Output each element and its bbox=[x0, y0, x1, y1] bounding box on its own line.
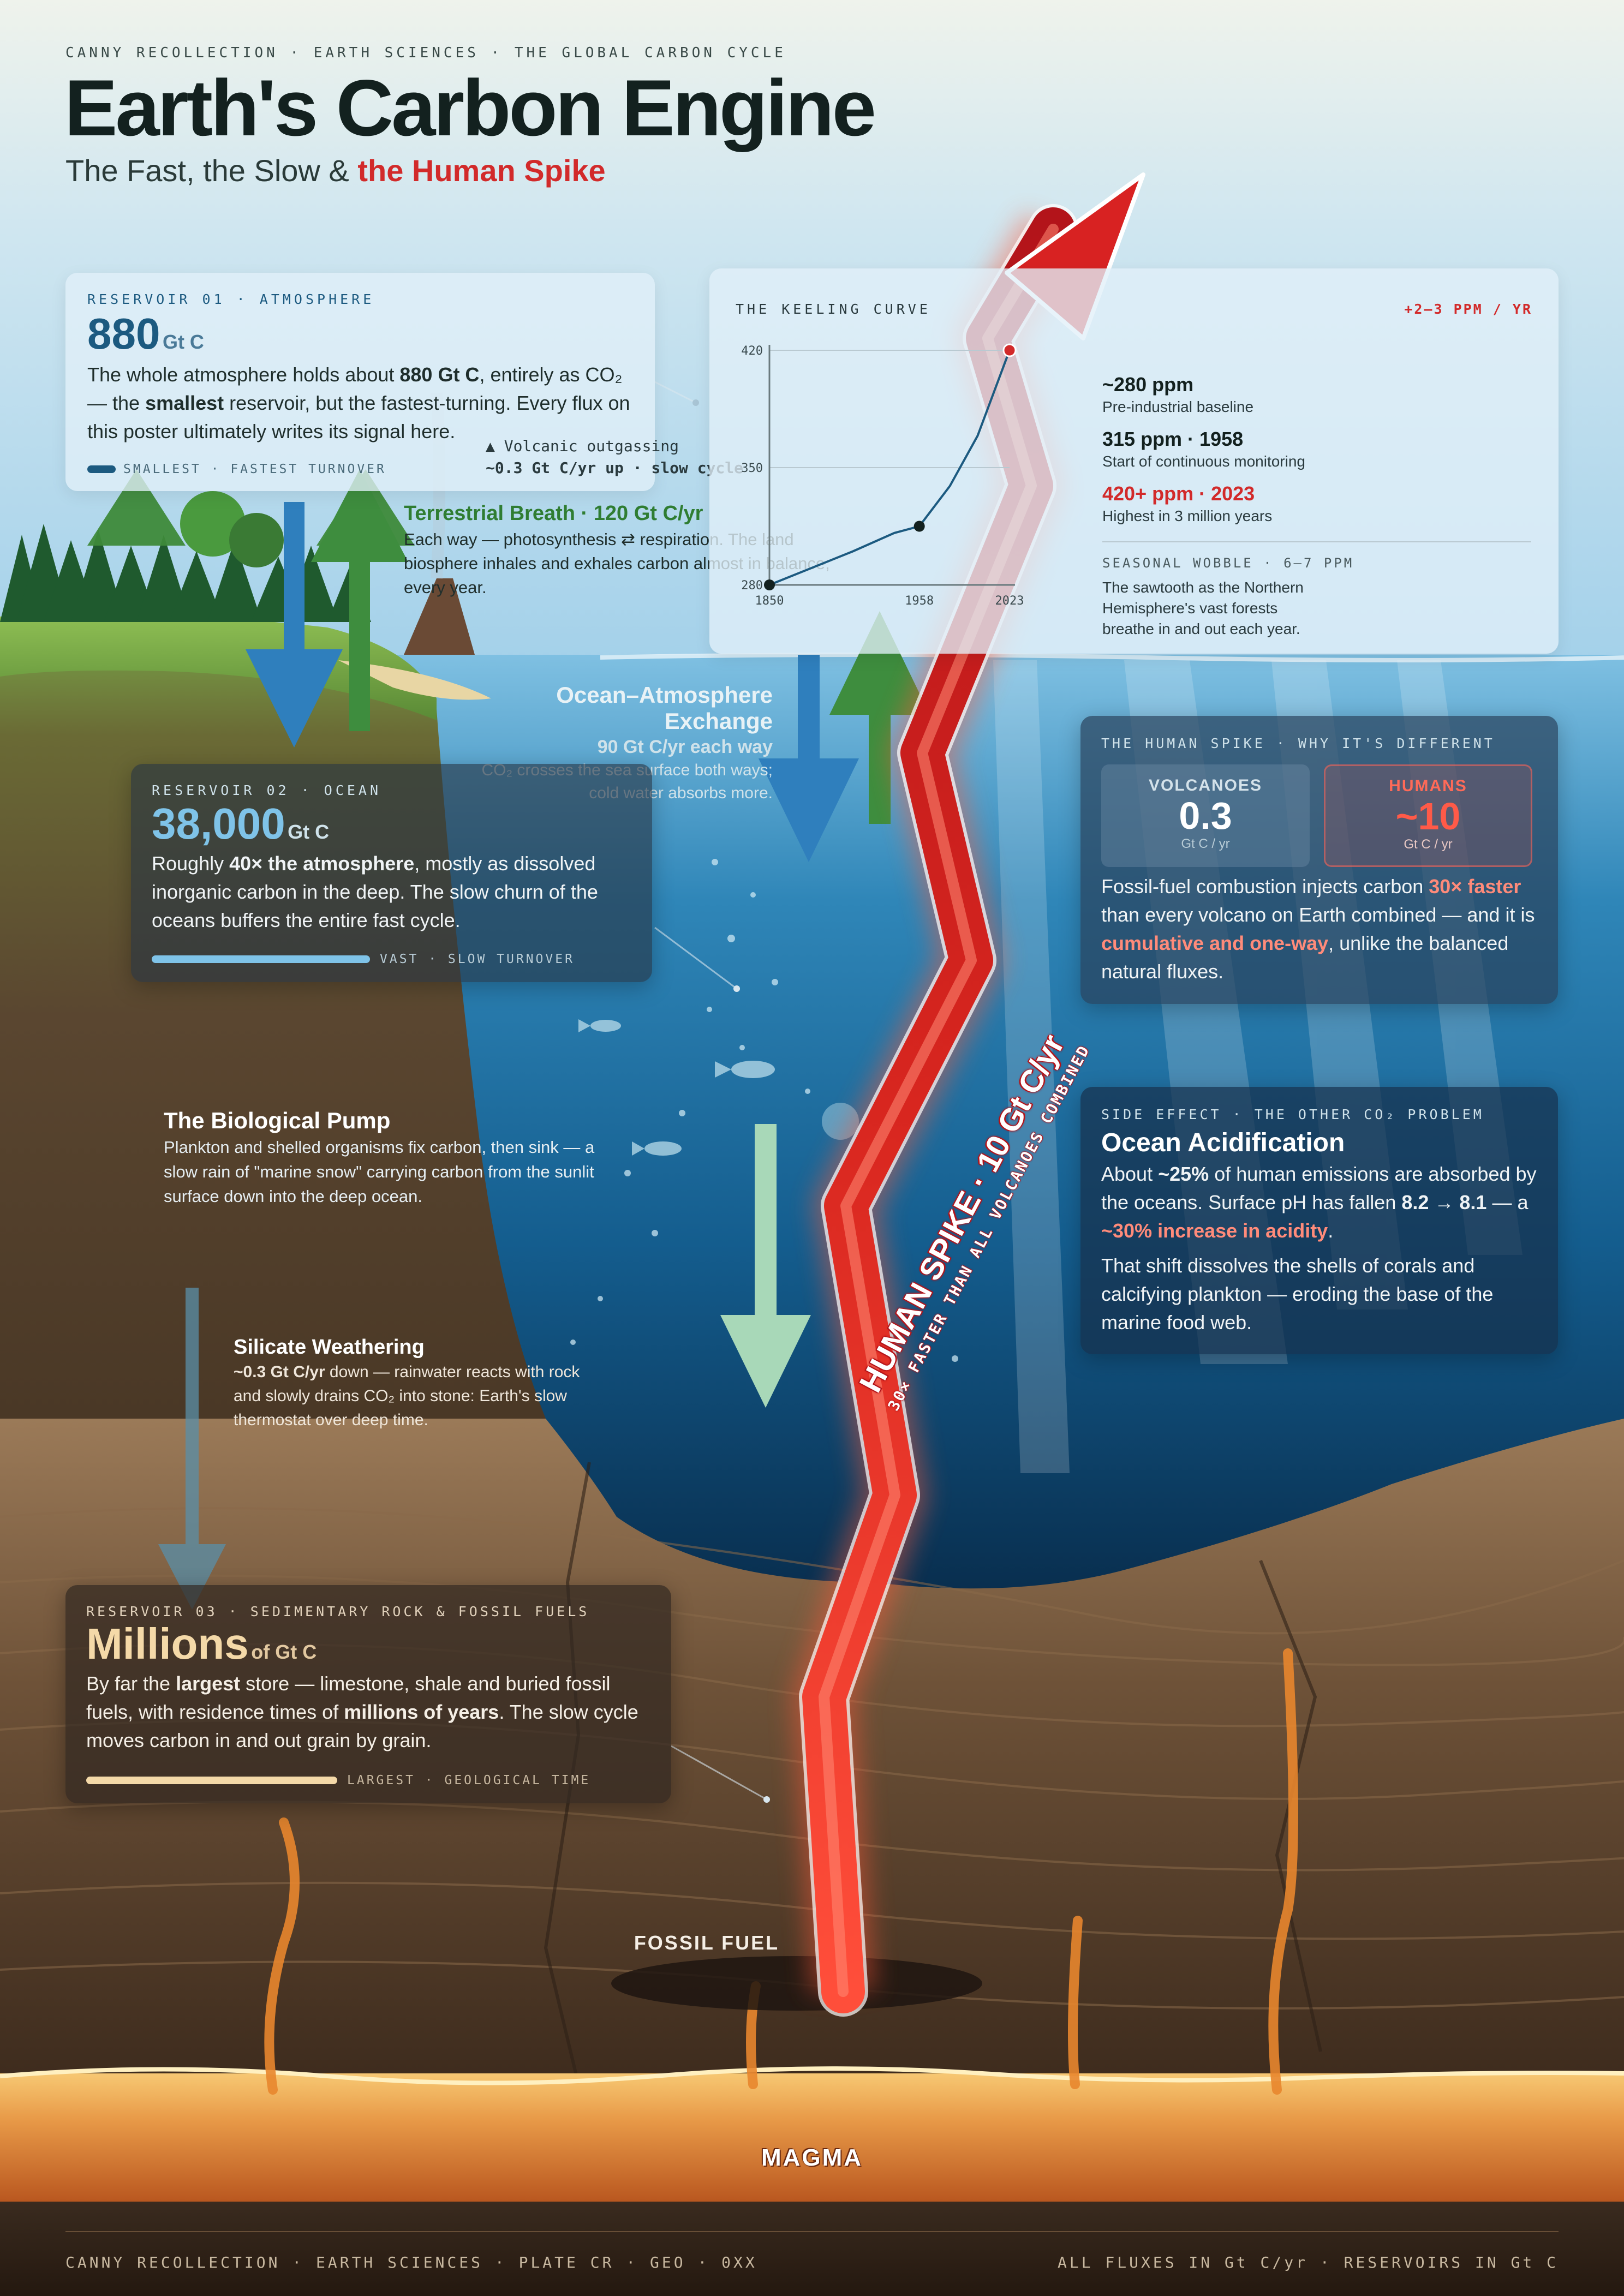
human-description: Fossil-fuel combustion injects carbon 30… bbox=[1101, 875, 1535, 983]
silicate-text: ~0.3 Gt C/yr down — rainwater reacts wit… bbox=[234, 1363, 580, 1429]
volcanoes-box: VOLCANOES 0.3 Gt C / yr bbox=[1101, 764, 1310, 867]
wobble-text: The sawtooth as the Northern Hemisphere'… bbox=[1102, 579, 1304, 637]
exchange-value: 90 Gt C/yr each way bbox=[597, 737, 773, 757]
stat2-value: 315 ppm · 1958 bbox=[1102, 428, 1244, 450]
stat3-value: 420+ ppm · 2023 bbox=[1102, 482, 1255, 505]
keeling-kicker: THE KEELING CURVE bbox=[736, 301, 931, 317]
footer-band bbox=[0, 2202, 1624, 2296]
exchange-arrows bbox=[759, 611, 930, 862]
footer-right: ALL FLUXES IN Gt C/yr · RESERVOIRS IN Gt… bbox=[1057, 2253, 1559, 2271]
magma-label: MAGMA bbox=[761, 2144, 863, 2171]
bio-pump-title: The Biological Pump bbox=[164, 1108, 391, 1133]
keeling-line bbox=[769, 350, 1011, 586]
keeling-stats: ~280 ppm Pre-industrial baseline 315 ppm… bbox=[1102, 373, 1533, 639]
atmosphere-unit: Gt C bbox=[162, 331, 204, 353]
keeling-point bbox=[1002, 343, 1017, 357]
keeling-x-tick: 1958 bbox=[905, 594, 934, 608]
biological-pump: The Biological Pump Plankton and shelled… bbox=[164, 1108, 600, 1209]
atmosphere-card: RESERVOIR 01 · ATMOSPHERE 880 Gt C The w… bbox=[65, 273, 655, 491]
keeling-y-tick: 350 bbox=[741, 462, 763, 475]
exchange-title-2: Exchange bbox=[664, 708, 773, 734]
volcanic-line1: ▲ Volcanic outgassing bbox=[486, 437, 679, 455]
acid-paragraph-2: That shift dissolves the shells of coral… bbox=[1101, 1254, 1494, 1334]
terrestrial-arrows bbox=[246, 469, 408, 748]
ocean-unit: Gt C bbox=[288, 821, 330, 843]
keeling-rate: +2–3 PPM / YR bbox=[1404, 301, 1532, 317]
fossil-fuel-pocket bbox=[611, 1956, 982, 2011]
human-kicker: THE HUMAN SPIKE · WHY IT'S DIFFERENT bbox=[1101, 736, 1495, 751]
exchange-title-1: Ocean–Atmosphere bbox=[556, 682, 773, 708]
atmosphere-bar-fill bbox=[87, 465, 116, 473]
forest bbox=[0, 524, 371, 622]
keeling-y-tick: 420 bbox=[741, 344, 763, 358]
human-spike-card: THE HUMAN SPIKE · WHY IT'S DIFFERENT VOL… bbox=[1080, 716, 1558, 1004]
volcanoes-label: VOLCANOES bbox=[1148, 776, 1263, 794]
ocean-value: 38,000 bbox=[152, 799, 285, 848]
weathering-arrow bbox=[158, 1288, 226, 1610]
acid-kicker: SIDE EFFECT · THE OTHER CO₂ PROBLEM bbox=[1101, 1107, 1484, 1122]
volcanoes-value: 0.3 bbox=[1179, 794, 1232, 837]
humans-value: ~10 bbox=[1395, 795, 1461, 838]
rock-kicker: RESERVOIR 03 · SEDIMENTARY ROCK & FOSSIL… bbox=[86, 1604, 590, 1619]
volcanic-outgassing-label: ▲ Volcanic outgassing ~0.3 Gt C/yr up · … bbox=[486, 435, 743, 479]
fossil-fuel-label: FOSSIL FUEL bbox=[634, 1932, 780, 1954]
rock-bar-fill bbox=[86, 1777, 337, 1784]
stat1-value: ~280 ppm bbox=[1102, 373, 1194, 396]
wobble-kicker: SEASONAL WOBBLE · 6–7 PPM bbox=[1102, 555, 1354, 571]
keeling-x-tick: 2023 bbox=[995, 594, 1024, 608]
biological-pump-arrow bbox=[720, 1124, 811, 1408]
keeling-y-tick: 280 bbox=[741, 579, 763, 593]
keeling-card: THE KEELING CURVE +2–3 PPM / YR 280 350 42… bbox=[709, 268, 1559, 654]
ocean-bar: VAST · SLOW TURNOVER bbox=[152, 952, 575, 966]
comparison-row: VOLCANOES 0.3 Gt C / yr HUMANS ~10 Gt C … bbox=[1101, 764, 1537, 867]
header-kicker: CANNY RECOLLECTION · EARTH SCIENCES · TH… bbox=[65, 45, 786, 61]
volcanoes-unit: Gt C / yr bbox=[1181, 836, 1230, 851]
terrestrial-title: Terrestrial Breath · 120 Gt C/yr bbox=[404, 502, 703, 525]
magma bbox=[0, 2073, 1624, 2204]
humans-label: HUMANS bbox=[1389, 777, 1467, 795]
atmosphere-description: The whole atmosphere holds about 880 Gt … bbox=[87, 363, 630, 443]
stat3-label: Highest in 3 million years bbox=[1102, 507, 1273, 524]
humans-unit: Gt C / yr bbox=[1404, 837, 1453, 852]
rock-value: Millions bbox=[86, 1619, 249, 1668]
ocean-description: Roughly 40× the atmosphere, mostly as di… bbox=[152, 852, 598, 931]
stat2-label: Start of continuous monitoring bbox=[1102, 453, 1305, 470]
rock-unit: of Gt C bbox=[251, 1641, 317, 1663]
keeling-chart: 280 350 420 1850 1958 2023 bbox=[741, 343, 1024, 608]
rock-card: RESERVOIR 03 · SEDIMENTARY ROCK & FOSSIL… bbox=[65, 1585, 671, 1803]
stat1-label: Pre-industrial baseline bbox=[1102, 398, 1254, 415]
rock-description: By far the largest store — limestone, sh… bbox=[86, 1672, 638, 1751]
rock-bar: LARGEST · GEOLOGICAL TIME bbox=[86, 1773, 590, 1787]
subtitle-plain: The Fast, the Slow & bbox=[65, 153, 349, 188]
ocean-bar-label: VAST · SLOW TURNOVER bbox=[380, 952, 575, 966]
ocean-kicker: RESERVOIR 02 · OCEAN bbox=[152, 782, 382, 798]
humans-box: HUMANS ~10 Gt C / yr bbox=[1324, 764, 1532, 867]
page-title: Earth's Carbon Engine bbox=[64, 63, 876, 152]
keeling-x-tick: 1850 bbox=[755, 594, 784, 608]
volcano bbox=[404, 578, 475, 655]
volcanic-line2: ~0.3 Gt C/yr up · slow cycle bbox=[486, 459, 744, 477]
ocean-card: RESERVOIR 02 · OCEAN 38,000 Gt C Roughly… bbox=[131, 764, 652, 982]
subtitle-accent: the Human Spike bbox=[357, 153, 606, 188]
ocean-bar-fill bbox=[152, 955, 370, 963]
atmosphere-bar: SMALLEST · FASTEST TURNOVER bbox=[87, 462, 386, 476]
acid-paragraph-1: About ~25% of human emissions are absorb… bbox=[1101, 1163, 1537, 1242]
atmosphere-kicker: RESERVOIR 01 · ATMOSPHERE bbox=[87, 291, 375, 307]
footer-left: CANNY RECOLLECTION · EARTH SCIENCES · PL… bbox=[65, 2253, 757, 2271]
stats-divider bbox=[1102, 541, 1531, 542]
page-subtitle: The Fast, the Slow & the Human Spike bbox=[65, 153, 606, 188]
rock-bar-label: LARGEST · GEOLOGICAL TIME bbox=[347, 1773, 591, 1787]
acidification-card: SIDE EFFECT · THE OTHER CO₂ PROBLEM Ocea… bbox=[1080, 1087, 1558, 1354]
atmosphere-value: 880 bbox=[87, 309, 160, 358]
acid-title: Ocean Acidification bbox=[1101, 1128, 1345, 1157]
atmosphere-bar-label: SMALLEST · FASTEST TURNOVER bbox=[123, 462, 386, 476]
bio-pump-text: Plankton and shelled organisms fix carbo… bbox=[164, 1138, 595, 1206]
silicate-title: Silicate Weathering bbox=[234, 1336, 425, 1359]
silicate-weathering: Silicate Weathering ~0.3 Gt C/yr down — … bbox=[234, 1336, 594, 1432]
keeling-point bbox=[913, 521, 925, 532]
keeling-point bbox=[764, 579, 775, 590]
